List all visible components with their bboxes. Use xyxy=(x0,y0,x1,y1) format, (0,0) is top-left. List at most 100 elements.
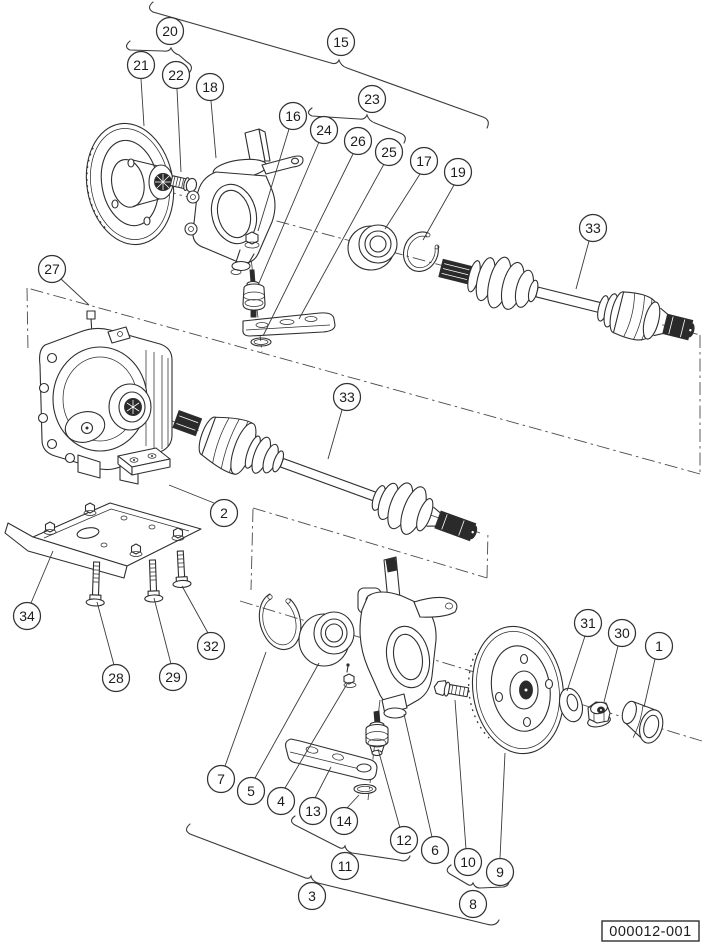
callout-29: 29 xyxy=(158,662,188,692)
svg-text:13: 13 xyxy=(305,803,321,819)
steering-knuckle-bottom xyxy=(343,556,458,719)
callout-24: 24 xyxy=(309,115,339,145)
svg-text:6: 6 xyxy=(431,842,439,858)
dust-cap xyxy=(621,700,664,744)
callout-13: 13 xyxy=(298,796,328,826)
snap-ring-bottom xyxy=(258,593,302,651)
wheel-bearing-top xyxy=(347,224,398,271)
callout-27: 27 xyxy=(37,254,67,284)
svg-text:17: 17 xyxy=(416,153,432,169)
callout-19: 19 xyxy=(443,157,473,187)
cv-axle-middle xyxy=(198,416,478,542)
leader-line-5 xyxy=(254,662,320,779)
svg-text:28: 28 xyxy=(108,670,124,686)
brake-disc-hub-top xyxy=(85,122,175,246)
snap-ring-upper xyxy=(250,337,272,347)
callout-25: 25 xyxy=(374,137,404,167)
callout-23: 23 xyxy=(357,84,387,114)
callout-33: 33 xyxy=(578,213,608,243)
leader-line-9 xyxy=(499,752,506,859)
callout-32: 32 xyxy=(196,631,226,661)
callout-33: 33 xyxy=(332,382,362,412)
leader-line-22 xyxy=(176,88,182,173)
svg-text:29: 29 xyxy=(165,669,181,685)
ball-joint-lower xyxy=(365,710,389,757)
svg-text:24: 24 xyxy=(316,122,332,138)
leader-line-25 xyxy=(298,163,385,320)
callout-14: 14 xyxy=(329,806,359,836)
callout-18: 18 xyxy=(195,72,225,102)
steering-knuckle-top xyxy=(184,128,304,275)
svg-text:20: 20 xyxy=(162,23,178,39)
leader-line-14 xyxy=(346,794,360,809)
callout-5: 5 xyxy=(236,776,266,806)
svg-text:33: 33 xyxy=(339,389,355,405)
svg-text:16: 16 xyxy=(285,108,301,124)
svg-text:11: 11 xyxy=(338,858,353,874)
svg-text:30: 30 xyxy=(614,625,630,641)
svg-text:5: 5 xyxy=(247,783,255,799)
ball-joint-upper xyxy=(242,269,266,318)
spindle-bolt xyxy=(433,680,470,698)
callout-11: 11 xyxy=(330,851,360,881)
callout-31: 31 xyxy=(573,608,603,638)
callout-21: 21 xyxy=(126,50,156,80)
hub-bolt xyxy=(169,175,198,193)
figure-number-text: 000012-001 xyxy=(609,924,691,940)
callout-10: 10 xyxy=(453,847,483,877)
spindle-nut xyxy=(587,701,611,728)
leader-line-32 xyxy=(181,585,209,634)
leader-line-16 xyxy=(257,128,290,232)
leader-line-31 xyxy=(566,635,586,692)
wheel-bearing-bottom xyxy=(298,611,355,667)
leader-line-12 xyxy=(377,748,401,829)
callout-3: 3 xyxy=(297,881,327,911)
cv-axle-top xyxy=(438,256,695,341)
skid-plate-nuts xyxy=(43,502,185,557)
svg-text:27: 27 xyxy=(44,261,60,277)
leader-line-27 xyxy=(60,278,90,306)
svg-text:15: 15 xyxy=(333,34,349,50)
svg-text:3: 3 xyxy=(308,888,316,904)
leader-line-30 xyxy=(603,645,619,703)
svg-text:8: 8 xyxy=(469,896,477,912)
spindle-washer xyxy=(558,687,584,723)
leader-line-33 xyxy=(327,409,343,460)
leader-line-2 xyxy=(168,484,215,504)
steering-plate-lower xyxy=(285,738,378,781)
callout-4: 4 xyxy=(266,786,296,816)
snap-ring-top xyxy=(403,231,440,272)
svg-text:1: 1 xyxy=(655,638,663,654)
leader-line-1 xyxy=(643,658,656,708)
leader-line-10 xyxy=(454,699,467,850)
leader-line-33 xyxy=(575,240,590,290)
svg-text:12: 12 xyxy=(396,832,412,848)
svg-text:2: 2 xyxy=(220,505,228,521)
brake-disc-bottom xyxy=(467,625,565,755)
figure-number-label: 000012-001 xyxy=(601,920,700,942)
spacer-block xyxy=(117,447,171,476)
callout-20: 20 xyxy=(155,16,185,46)
callout-15: 15 xyxy=(326,27,356,57)
svg-text:32: 32 xyxy=(203,638,219,654)
group-brackets xyxy=(125,1,510,926)
callout-6: 6 xyxy=(420,835,450,865)
svg-text:10: 10 xyxy=(460,854,476,870)
callout-17: 17 xyxy=(409,146,439,176)
leader-line-7 xyxy=(224,651,267,767)
callout-2: 2 xyxy=(209,498,239,528)
svg-text:4: 4 xyxy=(277,793,285,809)
snap-ring-plate xyxy=(353,783,377,795)
svg-text:18: 18 xyxy=(202,79,218,95)
svg-text:25: 25 xyxy=(381,144,397,160)
callout-30: 30 xyxy=(607,618,637,648)
svg-text:22: 22 xyxy=(168,67,184,83)
leader-line-4 xyxy=(284,683,348,789)
leader-line-13 xyxy=(314,766,332,799)
mount-bolt-32 xyxy=(172,550,192,589)
callout-7: 7 xyxy=(206,764,236,794)
callout-1: 1 xyxy=(644,631,674,661)
leader-line-19 xyxy=(422,184,455,241)
